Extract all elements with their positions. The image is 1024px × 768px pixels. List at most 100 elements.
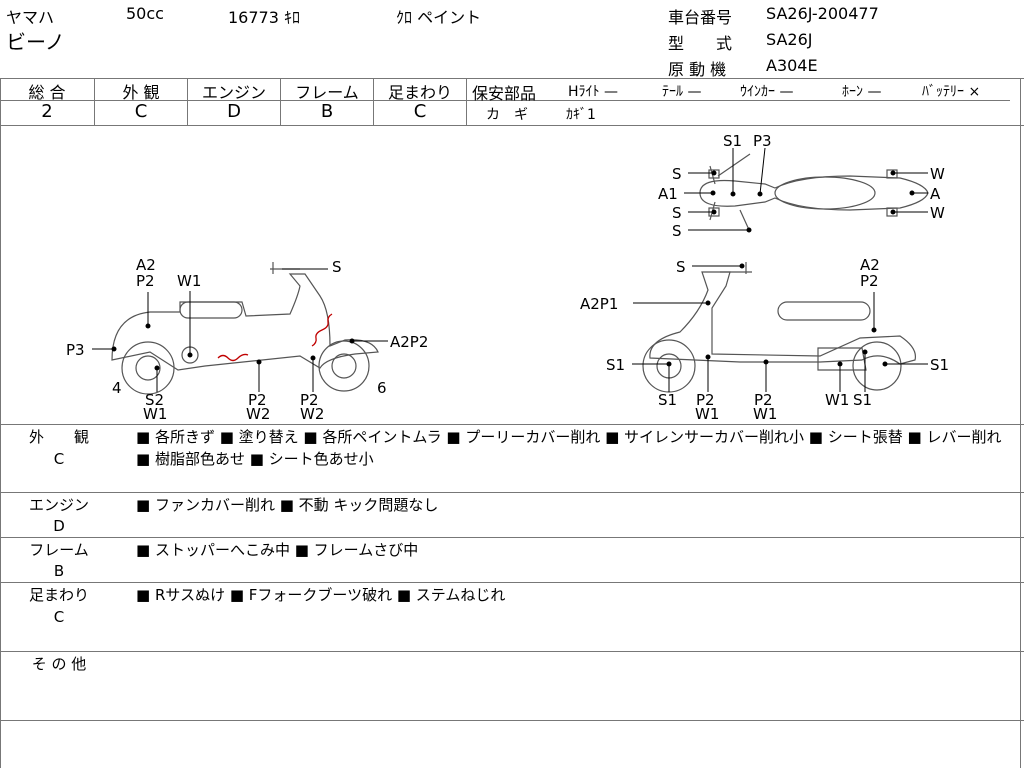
maker: ヤマハ <box>6 8 55 27</box>
diagram-label: 6 <box>377 379 387 397</box>
section-grade: D <box>53 517 65 535</box>
safety-item-horn: ﾎｰﾝ — <box>842 84 882 100</box>
diagram-label: P2 <box>136 272 155 290</box>
divider <box>0 100 1010 101</box>
diagram-labels: S1 P3 S A1 S S W A W A2 P2 W1 S P3 A2P2 … <box>66 132 949 423</box>
diagram-label: S1 <box>930 356 949 374</box>
frame-number: SA26J-200477 <box>766 4 879 23</box>
right-side-scooter <box>642 262 917 393</box>
divider <box>0 78 1024 79</box>
diagram-label: P2 <box>696 391 715 409</box>
diagram-label: W <box>930 204 945 222</box>
safety-item-winker: ｳｲﾝｶｰ — <box>740 84 794 100</box>
diagram-label: W1 <box>143 405 167 423</box>
divider <box>0 78 1 768</box>
grade-value-frame: B <box>320 101 334 122</box>
color: ｸﾛ ペイント <box>396 8 482 27</box>
divider <box>373 78 374 125</box>
left-side-scooter <box>111 262 379 395</box>
grade-value-exterior: C <box>134 101 148 122</box>
section-label: 足まわり <box>28 586 89 604</box>
engine-label: 原 動 機 <box>668 60 727 79</box>
diagram-label: A <box>930 185 941 203</box>
divider <box>280 78 281 125</box>
diagram-label: S <box>672 204 682 222</box>
diagram-label: W1 <box>753 405 777 423</box>
grade-label-engine: エンジン <box>201 83 266 102</box>
section-label: 外 観 <box>28 428 89 446</box>
diagram-label: S <box>672 222 682 240</box>
diagram-label: S1 <box>723 132 742 150</box>
diagram-label: W1 <box>825 391 849 409</box>
diagram-label: A2P1 <box>580 295 618 313</box>
divider <box>94 78 95 125</box>
section-label: エンジン <box>28 496 89 514</box>
diagram-label: S <box>672 165 682 183</box>
divider <box>187 78 188 125</box>
key-value: ｶｷﾞ1 <box>566 107 596 123</box>
displacement: 50cc <box>126 4 164 23</box>
section-text: ■ Rサスぬけ ■ Fフォークブーツ破れ ■ ステムねじれ <box>136 586 506 604</box>
diagram-label: W1 <box>695 405 719 423</box>
divider <box>0 492 1024 493</box>
engine-value: A304E <box>766 56 818 75</box>
diagram-label: W2 <box>246 405 270 423</box>
diagram-label: W2 <box>300 405 324 423</box>
divider <box>0 424 1024 425</box>
grade-value-suspension: C <box>413 101 427 122</box>
section-text: ■ 各所きず ■ 塗り替え ■ 各所ペイントムラ ■ プーリーカバー削れ ■ サ… <box>136 428 1002 468</box>
mileage: 16773 ｷﾛ <box>228 8 300 27</box>
grade-label-exterior: 外 観 <box>122 83 160 102</box>
scooter-diagram: S1 P3 S A1 S S W A W A2 P2 W1 S P3 A2P2 … <box>66 132 949 423</box>
safety-item-headlight: Hﾗｲﾄ — <box>568 84 618 100</box>
diagram-label: S <box>332 258 342 276</box>
type-label: 型 式 <box>668 34 733 53</box>
divider <box>0 537 1024 538</box>
section-text: ■ ファンカバー削れ ■ 不動 キック問題なし <box>136 496 439 514</box>
section-grade: C <box>53 608 65 626</box>
section-grade: B <box>53 562 65 580</box>
diagram-label: A2 <box>860 256 880 274</box>
type-value: SA26J <box>766 30 813 49</box>
diagram-label: A2 <box>136 256 156 274</box>
diagram-label: S1 <box>606 356 625 374</box>
diagram-label: P2 <box>300 391 319 409</box>
grade-label-frame: フレーム <box>295 83 359 102</box>
section-text: ■ ストッパーへこみ中 ■ フレームさび中 <box>136 541 419 559</box>
diagram-label: P2 <box>860 272 879 290</box>
section-label: フレーム <box>29 541 89 559</box>
safety-item-battery: ﾊﾞｯﾃﾘｰ × <box>922 84 981 100</box>
frame-number-label: 車台番号 <box>668 8 733 27</box>
divider <box>0 720 1024 721</box>
diagram-label: A2P2 <box>390 333 428 351</box>
diagram-label: P3 <box>66 341 85 359</box>
safety-item-tail: ﾃｰﾙ — <box>662 84 702 100</box>
section-label: そ の 他 <box>31 655 87 673</box>
damage-mark <box>311 313 333 347</box>
divider <box>1020 78 1021 768</box>
grade-label-overall: 総 合 <box>28 83 66 102</box>
divider <box>0 651 1024 652</box>
diagram-label: S2 <box>145 391 164 409</box>
damage-mark <box>217 353 249 362</box>
diagram-label: S <box>676 258 686 276</box>
grade-label-suspension: 足まわり <box>387 83 452 102</box>
diagram-label: P2 <box>248 391 267 409</box>
diagram-label: S1 <box>658 391 677 409</box>
divider <box>0 582 1024 583</box>
divider <box>0 125 1024 126</box>
divider <box>466 78 467 125</box>
diagram-label: W1 <box>177 272 201 290</box>
diagram-label: W <box>930 165 945 183</box>
key-label: カ ギ <box>486 107 528 123</box>
diagram-label: 4 <box>112 379 122 397</box>
grade-value-engine: D <box>227 101 241 122</box>
diagram-label: P3 <box>753 132 772 150</box>
section-grade: C <box>53 450 65 468</box>
grade-value-overall: 2 <box>41 101 53 122</box>
model-name: ビーノ <box>6 30 65 54</box>
safety-label: 保安部品 <box>472 84 537 103</box>
diagram-label: P2 <box>754 391 773 409</box>
diagram-label: S1 <box>853 391 872 409</box>
diagram-label: A1 <box>658 185 678 203</box>
